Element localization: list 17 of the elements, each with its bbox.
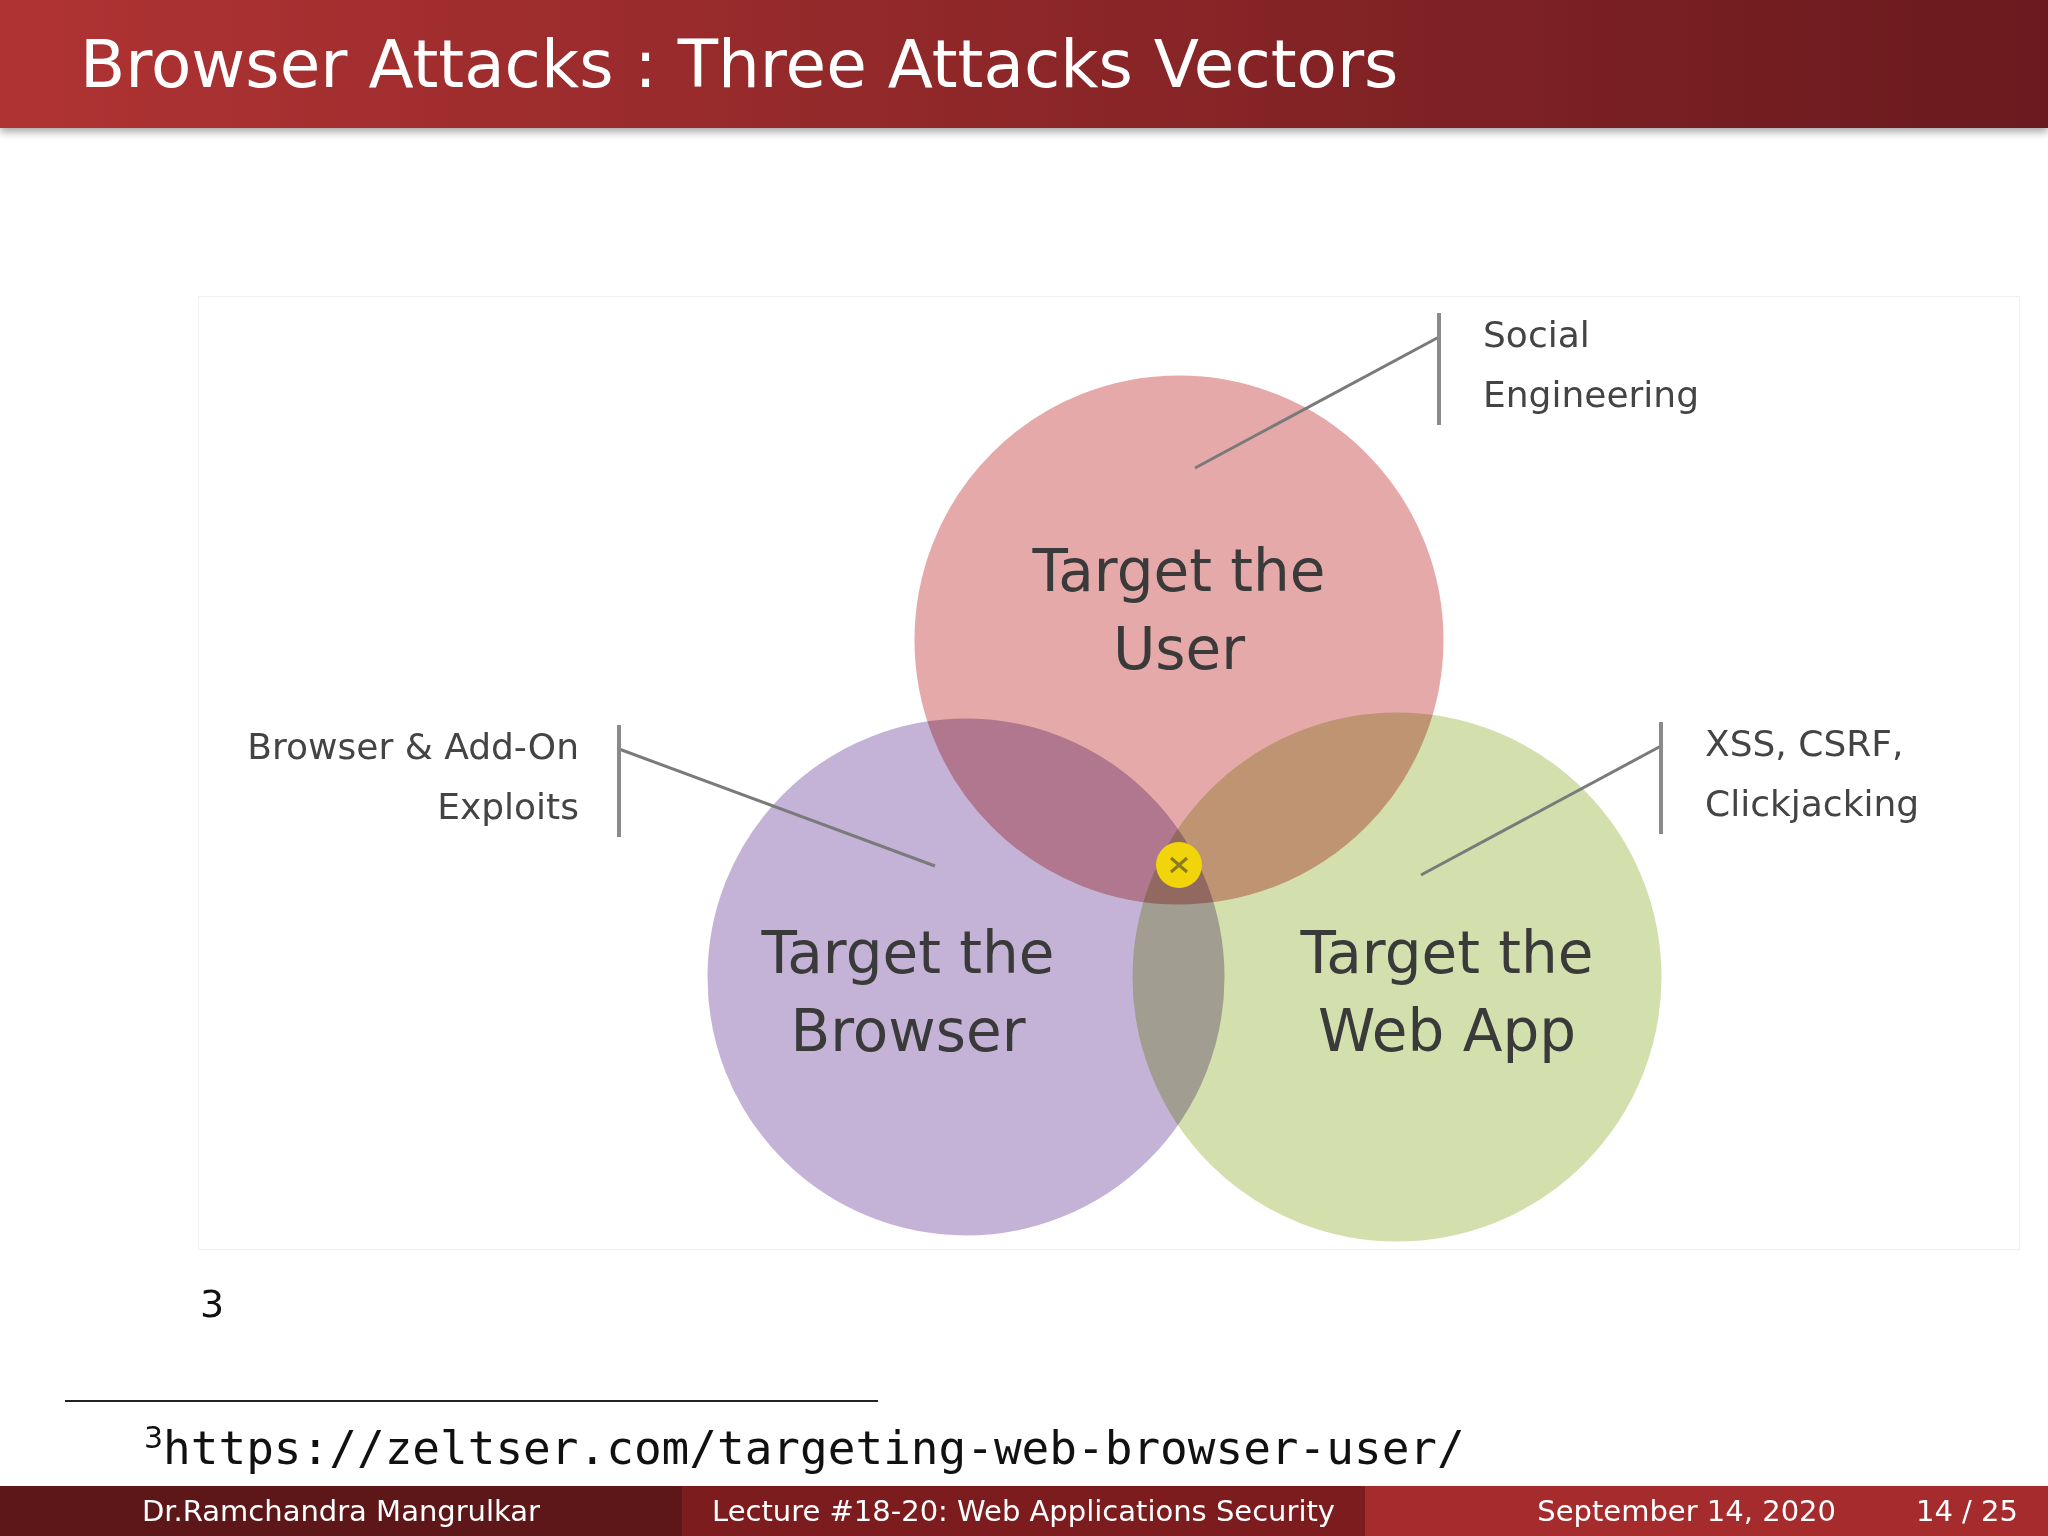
leader-line <box>618 747 936 868</box>
reference-number: 3 <box>200 1282 225 1326</box>
circle-label: Target the Browser <box>760 918 1056 1067</box>
date-text: September 14, 2020 <box>1537 1494 1836 1528</box>
lecture-text: Lecture #18-20: Web Applications Security <box>712 1494 1335 1528</box>
author-text: Dr.Ramchandra Mangrulkar <box>141 1494 541 1528</box>
page-number: 14 / 25 <box>1916 1494 2018 1528</box>
callout-text: XSS, CSRF, Clickjacking <box>1705 722 1921 826</box>
slide-title: Browser Attacks : Three Attacks Vectors <box>80 25 1399 103</box>
callout-text: Social Engineering <box>1483 313 1700 417</box>
footnote-url: $^{3}$https://zeltser.com/targeting-web-browser-user/ <box>144 1420 1465 1476</box>
leader-line <box>1420 744 1662 877</box>
callout-text: Browser & Add-On Exploits <box>246 725 579 829</box>
circle-label: Target the Web App <box>1299 918 1595 1067</box>
leader-line <box>1194 335 1440 470</box>
venn-circle <box>1129 709 1665 1245</box>
circle-label: Target the User <box>1031 536 1327 685</box>
